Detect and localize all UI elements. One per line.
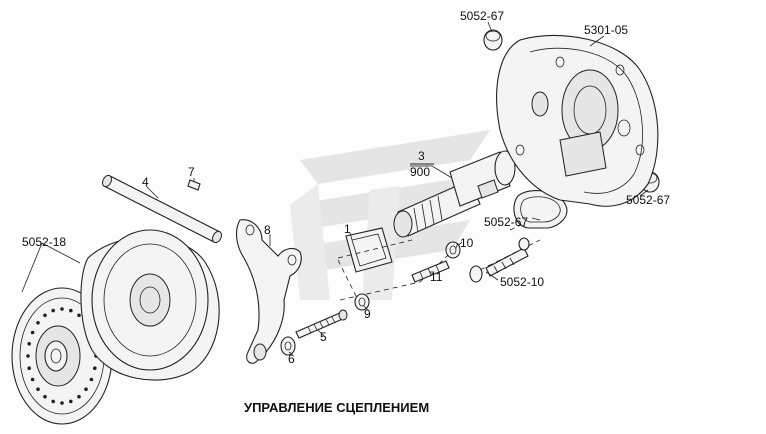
disc-rivet	[89, 377, 94, 382]
callout-5301-05: 5301-05	[584, 23, 628, 37]
disc-rivet	[51, 399, 55, 404]
callout-1: 1	[344, 222, 351, 236]
stud	[411, 260, 450, 283]
callout-6: 6	[288, 352, 295, 366]
disc-rivet	[26, 354, 30, 358]
diagram-title: УПРАВЛЕНИЕ СЦЕПЛЕНИЕМ	[244, 400, 429, 415]
callout-5052-18: 5052-18	[22, 235, 66, 249]
disc-rivet	[51, 308, 55, 313]
bolt	[295, 309, 348, 339]
clutch-housing	[496, 34, 659, 207]
pin	[187, 179, 201, 191]
callout-5052-67-right: 5052-67	[626, 193, 670, 207]
callout-4: 4	[142, 175, 149, 189]
callout-5: 5	[320, 330, 327, 344]
release-shaft	[102, 174, 222, 244]
callout-5052-67-mid: 5052-67	[484, 215, 528, 229]
disc-rivet	[43, 394, 47, 399]
disc-rivet	[36, 321, 40, 325]
disc-rivet	[93, 366, 97, 371]
pressure-plate	[80, 229, 220, 381]
callout-9: 9	[364, 307, 371, 321]
disc-rivet	[30, 377, 35, 382]
nut	[354, 293, 370, 311]
release-fork	[235, 219, 302, 364]
callout-7: 7	[188, 165, 195, 179]
disc-rivet	[27, 342, 32, 346]
callout-11: 11	[430, 270, 443, 284]
gasket	[345, 227, 393, 273]
stud-5052-10	[469, 237, 530, 283]
callout-10: 10	[460, 236, 474, 250]
callout-3-denominator: 900	[410, 165, 430, 179]
callout-5052-67-top: 5052-67	[460, 9, 504, 23]
callout-5052-10: 5052-10	[500, 275, 544, 289]
disc-rivet	[84, 387, 88, 392]
clutch-cylinder	[393, 150, 516, 238]
leader-lines	[21, 21, 649, 355]
callout-8: 8	[264, 223, 271, 237]
disc-rivet	[77, 394, 81, 399]
disc-rivet	[77, 313, 81, 318]
brand-logo-watermark	[280, 130, 490, 300]
disc-rivet	[43, 313, 47, 318]
nut-10	[445, 241, 461, 259]
disc-rivet	[69, 308, 73, 313]
disc-rivet	[60, 307, 64, 311]
disc-rivet	[27, 366, 32, 371]
disc-rivet	[30, 330, 35, 335]
disc-rivet	[36, 387, 40, 392]
plug-top	[483, 29, 503, 51]
washer	[280, 336, 296, 356]
disc-rivet	[60, 401, 64, 405]
callout-3-numerator: 3	[418, 149, 425, 163]
disc-rivet	[69, 399, 73, 404]
